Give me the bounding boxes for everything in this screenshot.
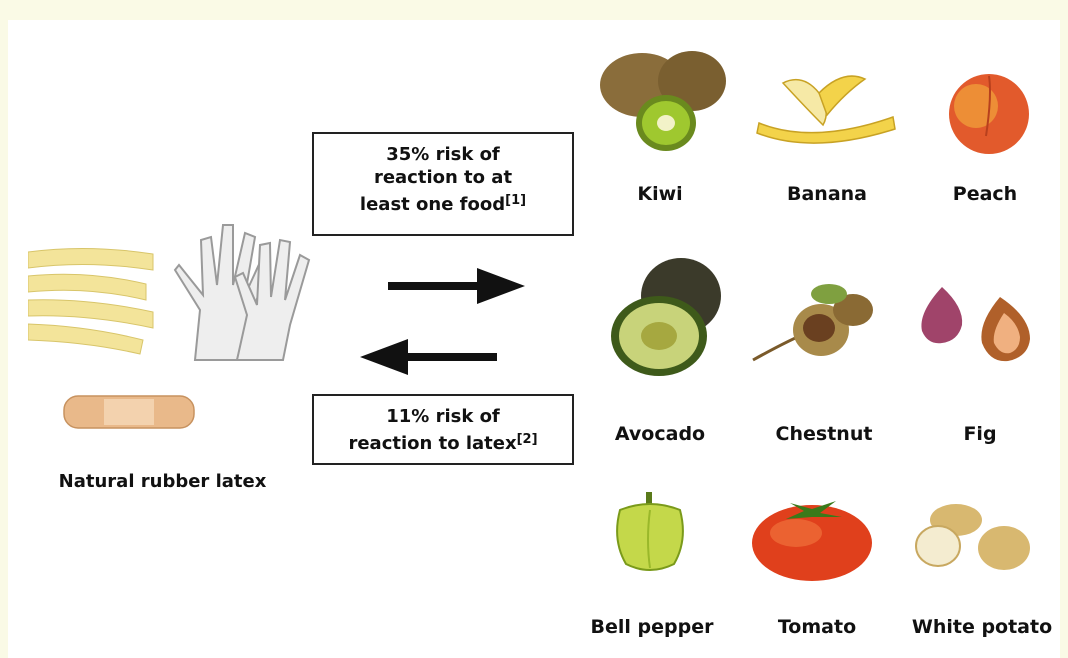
reverse-risk-reference: [2] <box>517 432 538 447</box>
fig-icon <box>912 283 1034 365</box>
forward-risk-text3: least one food <box>360 194 505 215</box>
food-label-chestnut: Chestnut <box>762 423 886 445</box>
peach-icon <box>942 66 1036 156</box>
food-label-peach: Peach <box>925 183 1045 205</box>
forward-risk-line1: 35% risk of <box>314 143 572 166</box>
forward-risk-line2: reaction to at <box>314 166 572 189</box>
forward-risk-line3: least one food[1] <box>314 189 572 216</box>
kiwi-icon <box>596 45 728 157</box>
tomato-icon <box>750 493 875 583</box>
food-label-kiwi: Kiwi <box>600 183 720 205</box>
banana-icon <box>753 63 899 148</box>
reverse-arrow <box>358 337 500 377</box>
chestnut-icon <box>749 280 884 368</box>
latex-gloves-image <box>165 215 315 365</box>
bandage-image <box>62 393 196 431</box>
avocado-icon <box>603 254 725 378</box>
reverse-risk-text2: reaction to latex <box>348 433 516 454</box>
source-label: Natural rubber latex <box>35 471 290 492</box>
food-label-avocado: Avocado <box>600 423 720 445</box>
forward-risk-box: 35% risk of reaction to at least one foo… <box>312 132 574 236</box>
reverse-risk-box: 11% risk of reaction to latex[2] <box>312 394 574 465</box>
food-label-white-potato: White potato <box>903 616 1061 638</box>
food-label-tomato: Tomato <box>755 616 879 638</box>
food-label-banana: Banana <box>767 183 887 205</box>
white-potato-icon <box>912 500 1034 576</box>
latex-tubing-image <box>28 240 158 355</box>
bell-pepper-icon <box>612 490 688 574</box>
forward-risk-reference: [1] <box>505 193 526 208</box>
forward-arrow <box>385 266 527 306</box>
food-label-bell-pepper: Bell pepper <box>578 616 726 638</box>
reverse-risk-line2: reaction to latex[2] <box>314 428 572 455</box>
reverse-risk-line1: 11% risk of <box>314 405 572 428</box>
food-label-fig: Fig <box>920 423 1040 445</box>
